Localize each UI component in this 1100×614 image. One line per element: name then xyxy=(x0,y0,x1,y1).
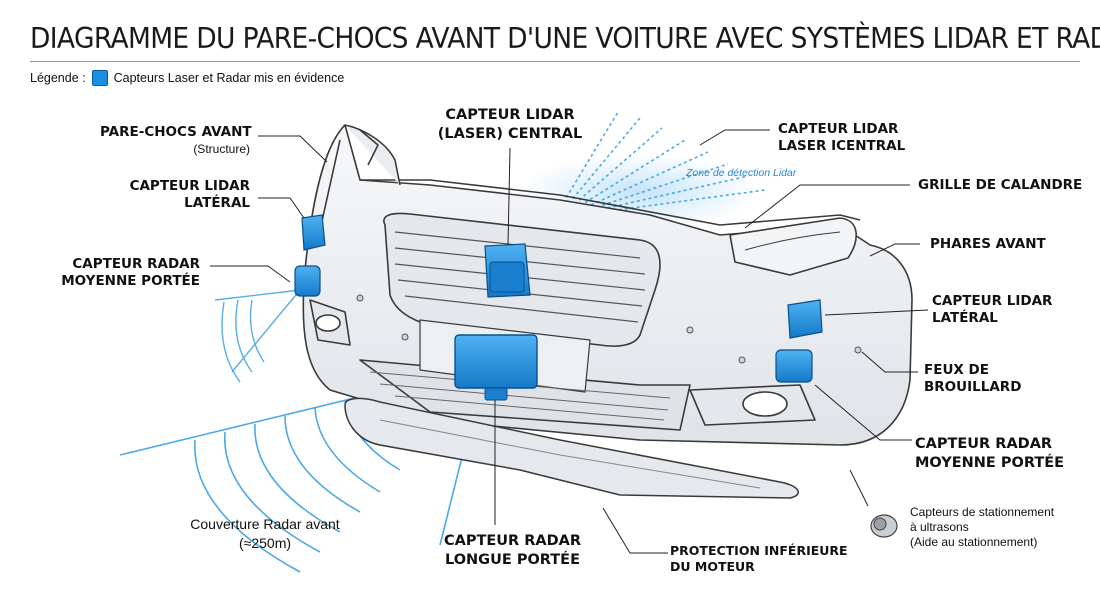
label-lidar-central-l2: (LASER) CENTRAL xyxy=(437,126,583,142)
label-phares: PHARES AVANT xyxy=(930,236,1046,252)
label-lidar-left-l1: CAPTEUR LIDAR xyxy=(129,178,250,194)
label-lidar-right-l2: LATÉRAL xyxy=(932,310,998,326)
radar-sensor-right xyxy=(775,349,813,383)
label-lidar-left-l2: LATÉRAL xyxy=(184,195,250,211)
label-lidar-left: CAPTEUR LIDAR LATÉRAL xyxy=(100,178,250,212)
label-grille: GRILLE DE CALANDRE xyxy=(918,177,1083,193)
label-radar-right-l1: CAPTEUR RADAR xyxy=(915,436,1053,452)
engine-guard xyxy=(344,397,800,499)
radar-sensor-left xyxy=(294,265,321,297)
label-fog: FEUX DE BROUILLARD xyxy=(924,362,1021,396)
label-fog-l1: FEUX DE xyxy=(924,362,989,378)
label-radar-right: CAPTEUR RADAR MOYENNE PORTÉE xyxy=(915,435,1064,473)
label-bumper-title: PARE-CHOCS AVANT xyxy=(100,124,252,140)
page-title: DIAGRAMME DU PARE-CHOCS AVANT D'UNE VOIT… xyxy=(30,22,1100,55)
label-bumper-sub: (Structure) xyxy=(193,142,250,156)
lidar-sensor-central xyxy=(484,243,531,298)
title-divider xyxy=(30,61,1080,62)
label-lidar-central-l1: CAPTEUR LIDAR xyxy=(445,107,575,123)
label-parking-l1: Capteurs de stationnement xyxy=(910,505,1055,519)
label-lidar-right-l1: CAPTEUR LIDAR xyxy=(932,293,1053,309)
label-radar-long-l1: CAPTEUR RADAR xyxy=(443,533,582,549)
radar-coverage-left xyxy=(214,289,301,383)
label-fog-l2: BROUILLARD xyxy=(924,379,1022,395)
ultrasonic-sensor-icon xyxy=(870,514,898,538)
label-lidar-zone: Zone de détection Lidar xyxy=(686,167,797,179)
label-radar-left: CAPTEUR RADAR MOYENNE PORTÉE xyxy=(40,256,200,290)
label-bumper: PARE-CHOCS AVANT (Structure) xyxy=(100,124,252,158)
label-parking-l3: (Aide au stationnement) xyxy=(910,535,1038,549)
label-lidar-right: CAPTEUR LIDAR LATÉRAL xyxy=(932,293,1052,327)
legend: Légende : Capteurs Laser et Radar mis en… xyxy=(30,70,344,86)
label-engine-guard-l1: PROTECTION INFÉRIEURE xyxy=(670,543,848,558)
label-engine-guard: PROTECTION INFÉRIEURE DU MOTEUR xyxy=(670,543,848,575)
lidar-sensor-right xyxy=(787,299,823,339)
label-radar-right-l2: MOYENNE PORTÉE xyxy=(915,455,1065,471)
parking-sensor-dots xyxy=(356,294,862,364)
label-radar-long-l2: LONGUE PORTÉE xyxy=(445,552,580,568)
label-radar-left-l1: CAPTEUR RADAR xyxy=(72,256,200,272)
legend-prefix: Légende : xyxy=(30,71,86,85)
leader-lines xyxy=(210,129,929,554)
label-coverage-l2: (≈250m) xyxy=(238,535,292,551)
label-lidar-central: CAPTEUR LIDAR (LASER) CENTRAL xyxy=(430,106,590,144)
label-lidar-laser-central-l1: CAPTEUR LIDAR xyxy=(778,121,899,137)
label-lidar-laser-central: CAPTEUR LIDAR LASER ICENTRAL xyxy=(778,121,905,155)
label-radar-long: CAPTEUR RADAR LONGUE PORTÉE xyxy=(440,532,585,570)
radar-sensor-long-range xyxy=(454,334,538,401)
label-coverage-l1: Couverture Radar avant xyxy=(190,516,340,532)
lidar-sensor-left xyxy=(301,214,326,251)
label-parking: Capteurs de stationnement à ultrasons (A… xyxy=(910,505,1054,550)
legend-text: Capteurs Laser et Radar mis en évidence xyxy=(113,71,345,85)
legend-swatch xyxy=(91,70,108,86)
label-lidar-laser-central-l2: LASER ICENTRAL xyxy=(778,138,906,154)
label-engine-guard-l2: DU MOTEUR xyxy=(670,559,755,574)
label-radar-left-l2: MOYENNE PORTÉE xyxy=(61,273,200,289)
label-parking-l2: à ultrasons xyxy=(910,520,969,534)
label-coverage: Couverture Radar avant (≈250m) xyxy=(180,515,350,553)
